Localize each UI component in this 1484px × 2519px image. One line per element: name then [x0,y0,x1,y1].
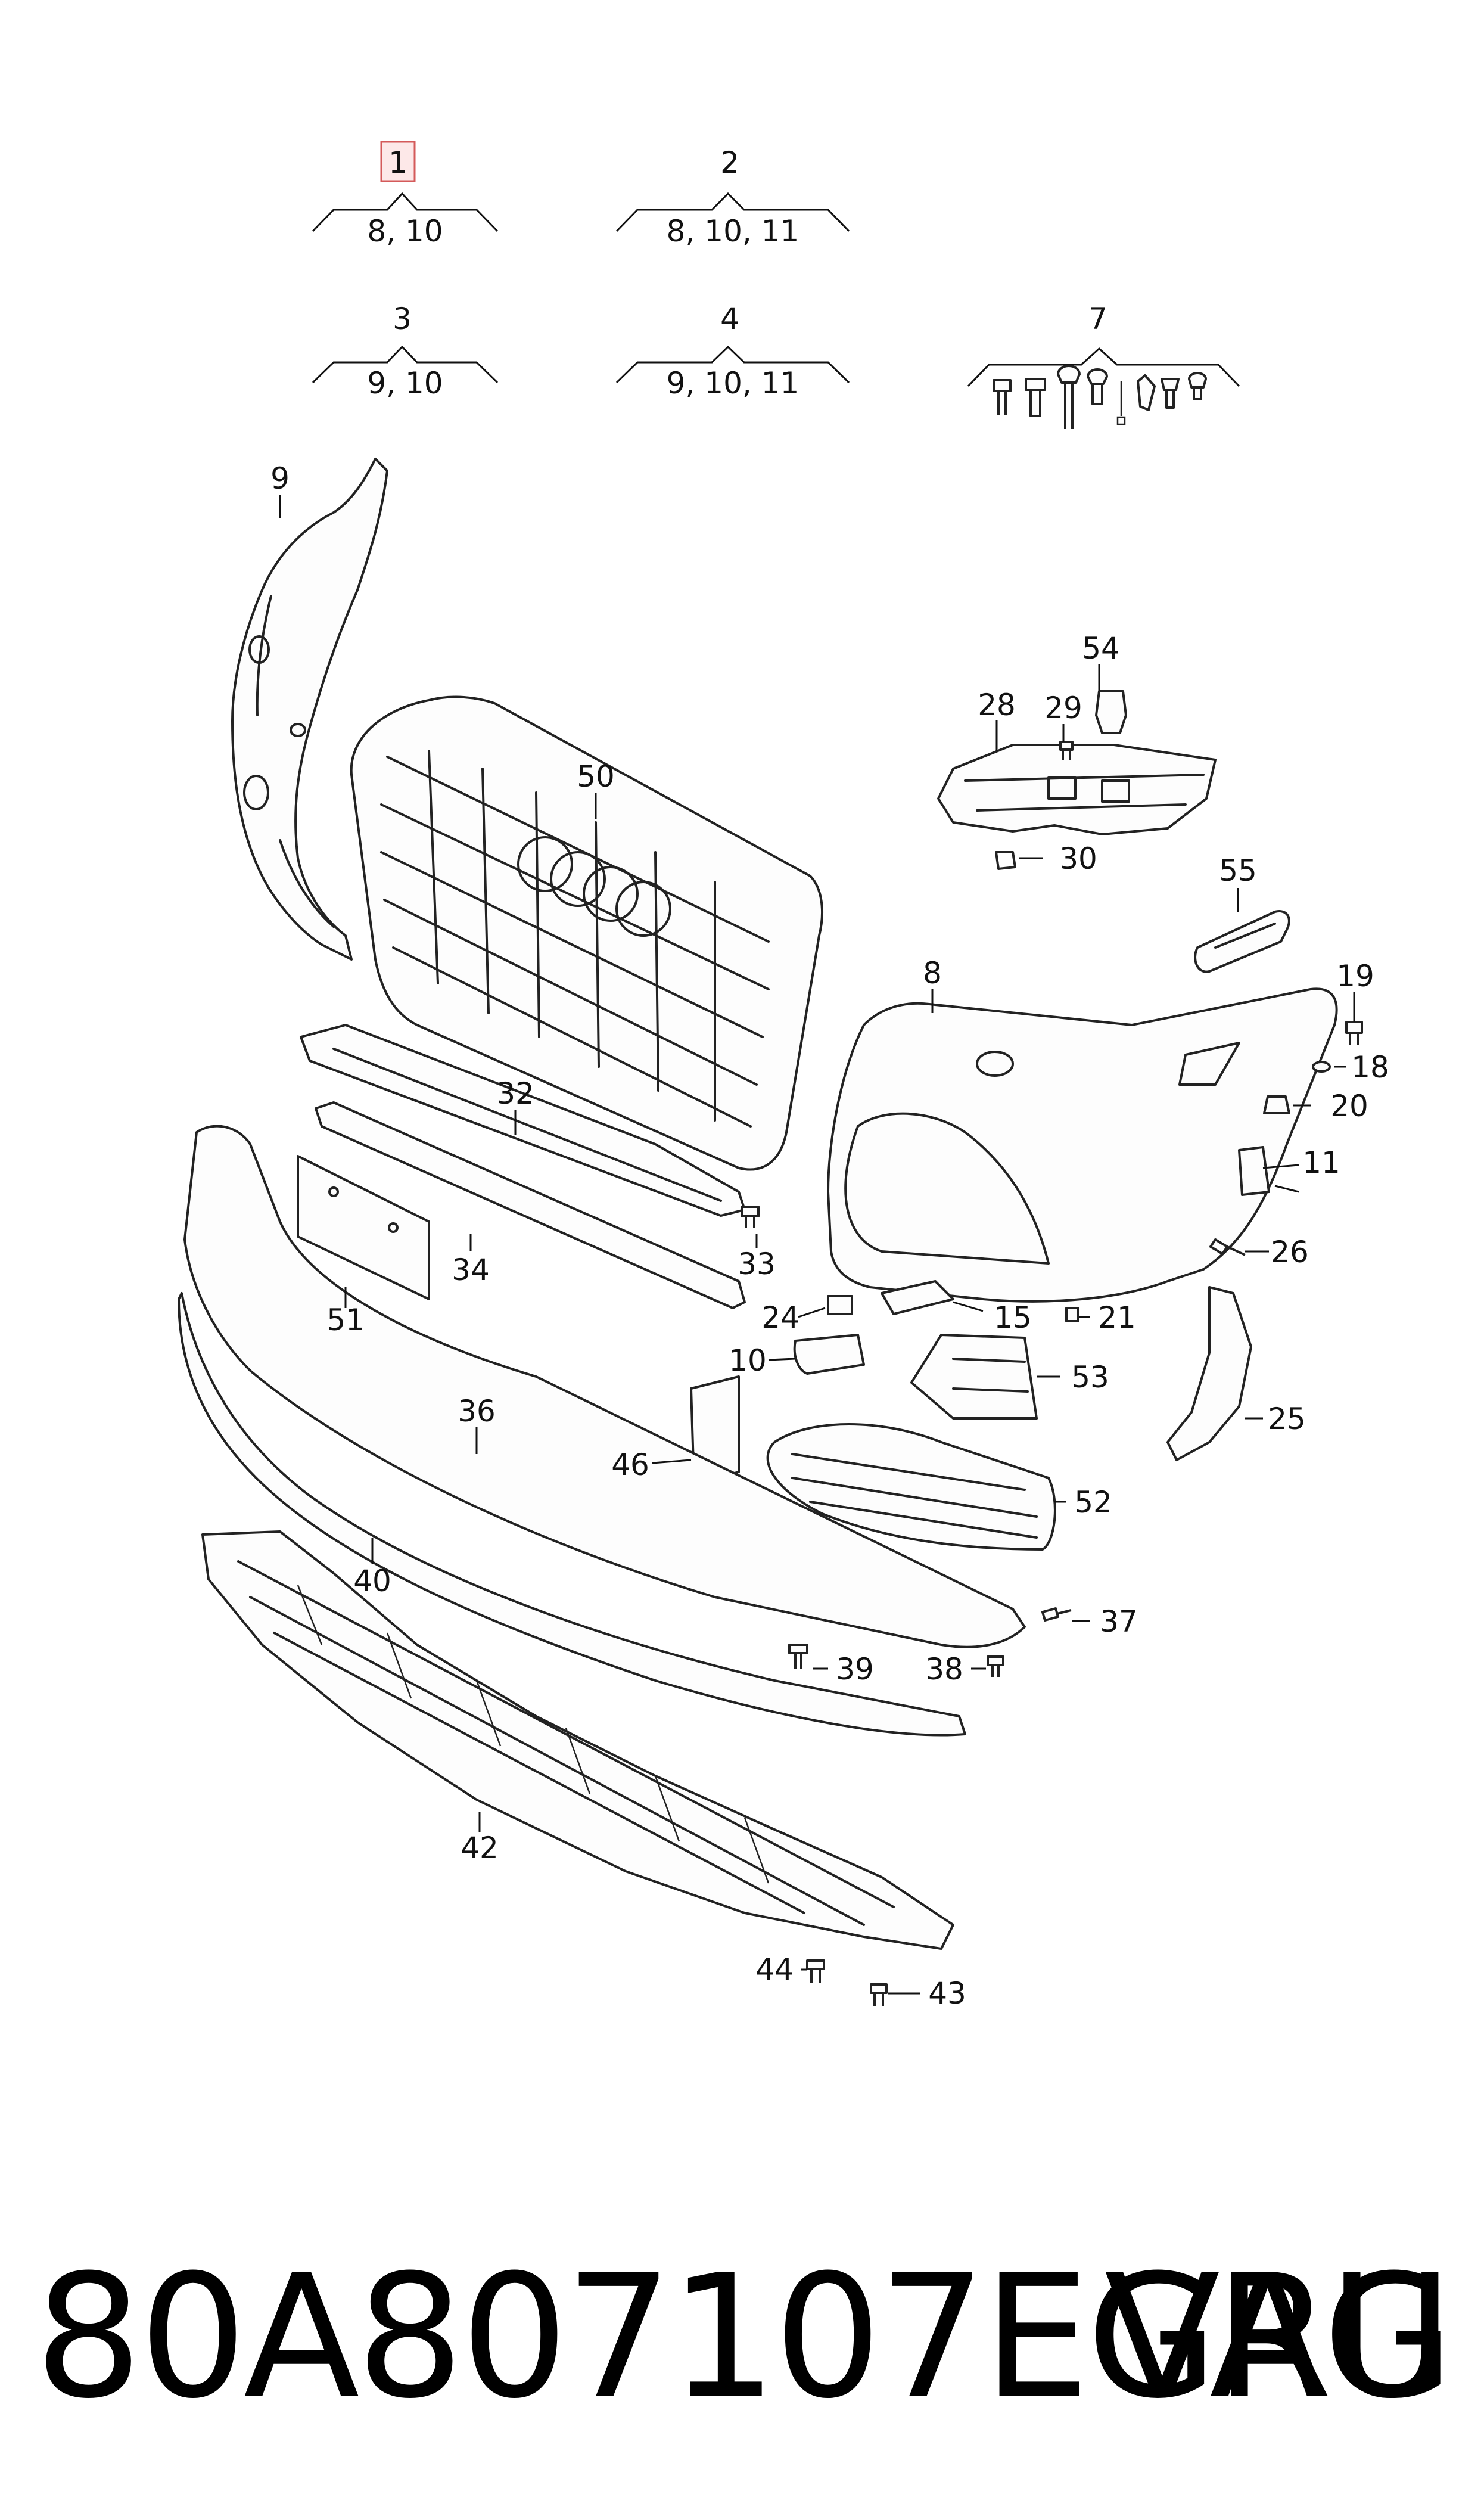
callout-24[interactable]: 24 [761,1300,799,1335]
group-4[interactable]: 4 9, 10, 11 [615,302,850,400]
part-26-screw [1209,1238,1246,1256]
callout-42[interactable]: 42 [461,1831,499,1865]
group-4-bracket [615,345,850,384]
group-1-number: 1 [388,145,407,180]
callout-54[interactable]: 54 [1082,631,1120,666]
callout-33[interactable]: 33 [738,1247,776,1281]
part-39-screw [788,1644,808,1669]
callout-46[interactable]: 46 [611,1448,649,1482]
callout-34[interactable]: 34 [452,1253,490,1287]
group-1-highlight [380,141,416,182]
part-24-bracket [827,1295,853,1315]
callout-11[interactable]: 11 [1302,1145,1340,1180]
part-32-carrier [300,1024,746,1217]
part-29-screw [1059,741,1074,760]
group-3[interactable]: 3 9, 10 [312,302,499,400]
part-34-carrier [315,1101,746,1309]
part-30-nut [995,851,1016,870]
part-18-washer [1312,1061,1331,1073]
group-2-number: 2 [720,145,739,180]
part-21-clip [1065,1307,1079,1322]
rings-logo-icon [517,836,671,937]
part-36-spoiler [183,1125,1026,1648]
callout-18[interactable]: 18 [1351,1050,1389,1085]
callout-37[interactable]: 37 [1100,1604,1138,1639]
part-25-bracket [1166,1286,1252,1461]
part-11-bracket [1238,1146,1270,1196]
part-37-screw [1041,1607,1072,1622]
callout-29[interactable]: 29 [1044,691,1082,725]
part-50-grille [350,695,823,1171]
part-54-clip [1095,690,1127,734]
group-7[interactable]: 7 [967,302,1240,429]
callout-51[interactable]: 51 [326,1303,365,1337]
callout-39[interactable]: 39 [836,1652,874,1686]
callout-19[interactable]: 19 [1336,959,1374,993]
part-52-grille [766,1423,1056,1551]
part-20-nut [1263,1095,1290,1114]
group-3-refs: 9, 10 [367,366,443,400]
callout-40[interactable]: 40 [353,1564,391,1598]
callout-10[interactable]: 10 [729,1343,767,1378]
callout-36[interactable]: 36 [458,1394,496,1428]
group-7-bracket [967,347,1240,387]
leader-lines [279,495,1355,1995]
part-9-bracket [231,458,388,961]
part-53-duct [910,1334,1038,1420]
group-2-refs: 8, 10, 11 [667,214,799,249]
callout-50[interactable]: 50 [577,759,615,794]
callout-55[interactable]: 55 [1219,853,1257,888]
part-38-screw [987,1655,1004,1677]
brand-label: VAG [1104,2238,1454,2436]
callout-8[interactable]: 8 [923,956,942,990]
part-55-trim [1194,910,1290,973]
part-51-plate [297,1155,430,1300]
part-number: 80A807107EGRU [35,2238,1453,2436]
callout-53[interactable]: 53 [1071,1360,1109,1394]
group-4-number: 4 [720,302,739,336]
group-1-bracket [312,192,499,232]
callout-26[interactable]: 26 [1271,1235,1309,1269]
group-1-refs: 8, 10 [367,214,443,249]
part-19-screw [1345,1021,1363,1045]
callout-15[interactable]: 15 [994,1300,1032,1335]
group-2-bracket [615,192,850,232]
footer: 80A807107EGRU VAG [0,2253,1484,2479]
group-4-refs: 9, 10, 11 [667,366,799,400]
part-43-screw [870,1983,888,2006]
callout-38[interactable]: 38 [925,1652,963,1686]
callout-labels: 9 50 54 29 28 30 55 8 19 18 20 11 26 32 … [270,461,1389,2011]
callout-9[interactable]: 9 [270,461,290,496]
part-40-trim [178,1292,966,1737]
part-10-cap [793,1334,865,1375]
group-7-number: 7 [1088,302,1107,336]
callout-44[interactable]: 44 [755,1952,794,1987]
callout-20[interactable]: 20 [1330,1089,1368,1123]
callout-25[interactable]: 25 [1268,1402,1306,1436]
group-2[interactable]: 2 8, 10, 11 [615,145,850,249]
callout-30[interactable]: 30 [1059,841,1097,876]
callout-52[interactable]: 52 [1074,1485,1112,1520]
callout-32[interactable]: 32 [496,1076,534,1111]
callout-28[interactable]: 28 [978,688,1016,722]
part-15-trim [881,1280,954,1315]
group-3-number: 3 [393,302,412,336]
part-28-bracket [937,744,1217,835]
part-33-screw [741,1206,760,1228]
part-8-bumper-cover [827,987,1338,1303]
part-42-underbody-panel [201,1530,954,1950]
group-1[interactable]: 1 8, 10 [312,141,499,249]
callout-43[interactable]: 43 [928,1976,966,2011]
part-44-screw [806,1959,825,1983]
fastener-set-icon [993,365,1207,429]
callout-21[interactable]: 21 [1098,1300,1136,1335]
group-3-bracket [312,345,499,384]
